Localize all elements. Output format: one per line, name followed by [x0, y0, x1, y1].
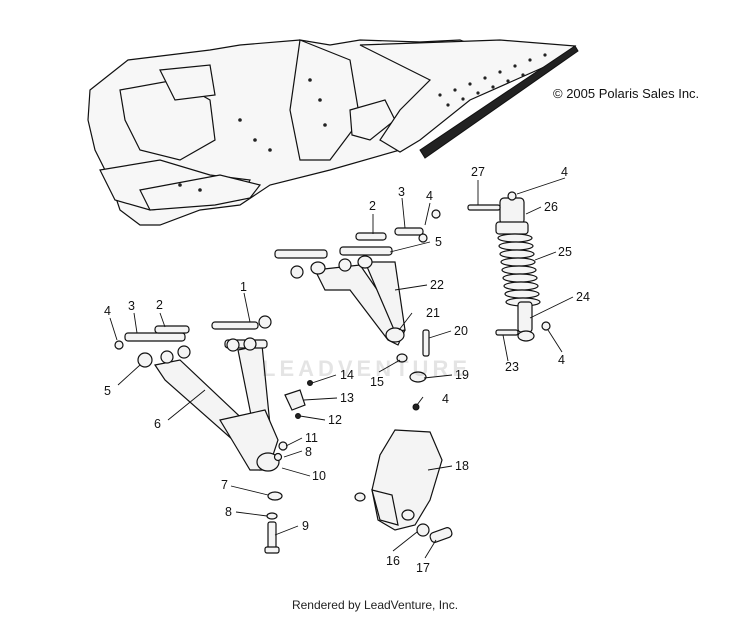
- frame-vent-holes: [178, 53, 547, 192]
- callout-25: 25: [558, 245, 572, 259]
- shock-spring: [497, 233, 541, 307]
- callout-26: 26: [544, 200, 558, 214]
- shock-absorber: [467, 191, 551, 342]
- callout-24: 24: [576, 290, 590, 304]
- callout-14: 14: [340, 368, 354, 382]
- callout-1: 1: [240, 280, 247, 294]
- callout-4: 4: [426, 189, 433, 203]
- callout-8: 8: [305, 445, 312, 459]
- callout-4: 4: [561, 165, 568, 179]
- callout-4: 4: [558, 353, 565, 367]
- callout-5: 5: [104, 384, 111, 398]
- callout-2: 2: [156, 298, 163, 312]
- callout-4: 4: [442, 392, 449, 406]
- callout-18: 18: [455, 459, 469, 473]
- callout-21: 21: [426, 306, 440, 320]
- callout-3: 3: [398, 185, 405, 199]
- watermark-text: LEADVENTURE: [262, 356, 472, 381]
- callout-3: 3: [128, 299, 135, 313]
- leader-lines: [109, 177, 574, 559]
- tie-rod-and-bolts: [396, 329, 430, 411]
- callout-11: 11: [305, 431, 318, 445]
- callout-8: 8: [225, 505, 232, 519]
- callout-7: 7: [221, 478, 228, 492]
- callout-17: 17: [416, 561, 430, 575]
- lower-a-arm: [154, 344, 280, 472]
- callout-12: 12: [328, 413, 342, 427]
- callout-16: 16: [386, 554, 400, 568]
- spindle-pivot-hardware: [264, 491, 283, 554]
- callout-27: 27: [471, 165, 485, 179]
- callout-15: 15: [370, 375, 384, 389]
- callout-9: 9: [302, 519, 309, 533]
- callout-4: 4: [104, 304, 111, 318]
- callout-23: 23: [505, 360, 519, 374]
- callout-22: 22: [430, 278, 444, 292]
- spindle: [354, 429, 443, 531]
- upper-bushings: [274, 209, 441, 279]
- spindle-hardware: [416, 523, 453, 543]
- callout-2: 2: [369, 199, 376, 213]
- upper-a-arm: [314, 261, 406, 346]
- callout-10: 10: [312, 469, 326, 483]
- chassis-frame: [87, 39, 579, 226]
- callout-5: 5: [435, 235, 442, 249]
- callout-6: 6: [154, 417, 161, 431]
- sway-bracket: [273, 380, 313, 462]
- callout-19: 19: [455, 368, 469, 382]
- copyright-notice: © 2005 Polaris Sales Inc.: [553, 86, 700, 101]
- footer-credit: Rendered by LeadVenture, Inc.: [291, 598, 459, 612]
- callout-13: 13: [340, 391, 354, 405]
- lower-bushings: [114, 315, 272, 368]
- callout-20: 20: [454, 324, 468, 338]
- callout-labels: 1 2 2 3 3 4 4 4 4 4 5 5 6 7 8 8 9 10 11 …: [104, 165, 590, 575]
